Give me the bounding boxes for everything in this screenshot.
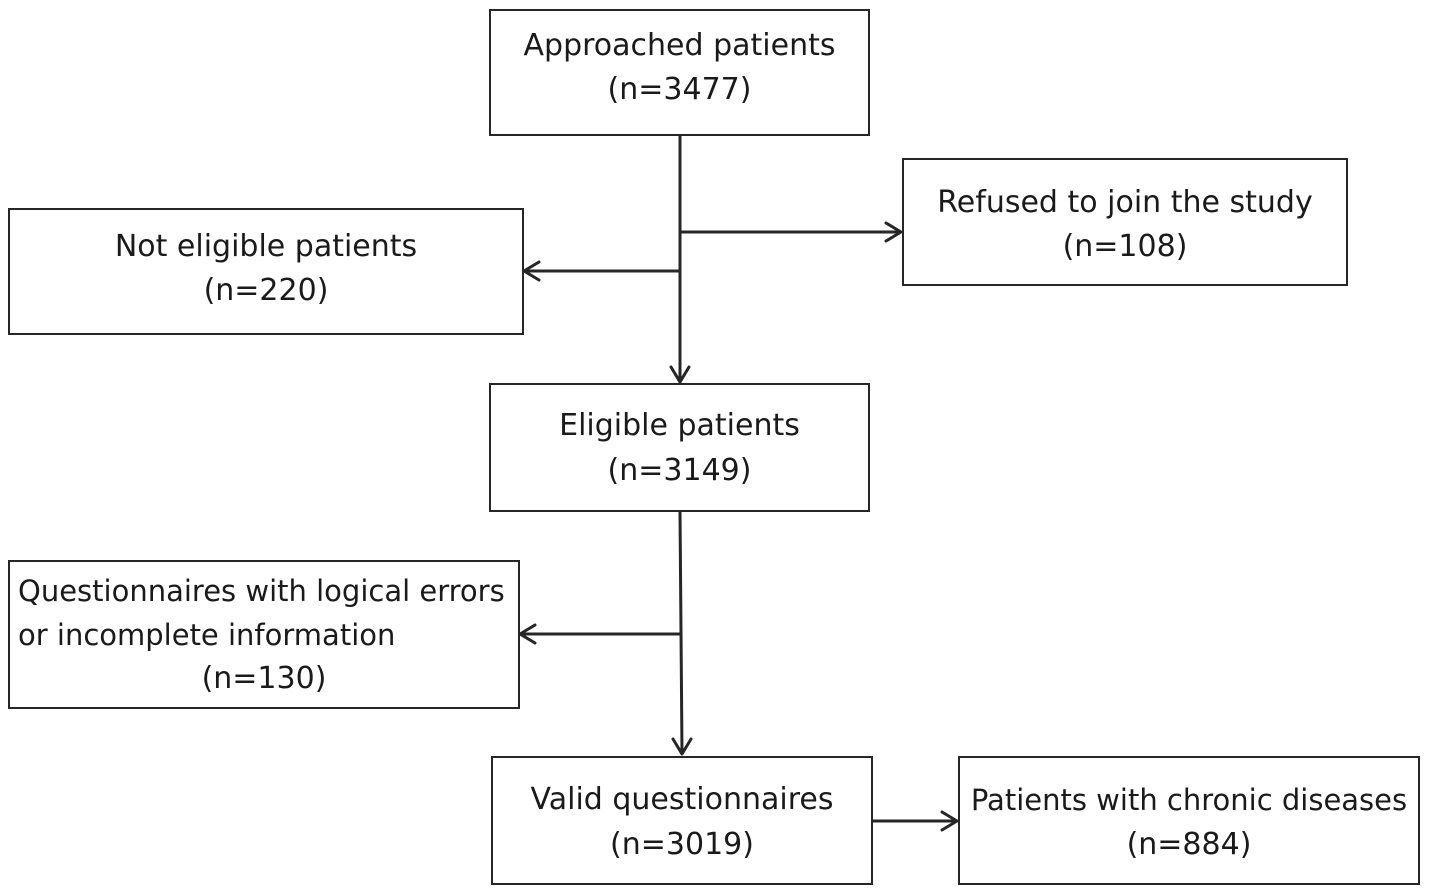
chronic-diseases-count: (n=884): [1126, 827, 1252, 862]
connector-eligible-to-valid: [678, 509, 684, 754]
refused-count: (n=108): [1062, 229, 1188, 264]
arrow-head-to-chronic: [940, 810, 959, 832]
valid-questionnaires-box: Valid questionnaires (n=3019): [491, 756, 873, 885]
approached-patients-count: (n=3477): [607, 72, 752, 107]
arrow-head-to-errors: [518, 623, 537, 645]
arrow-head-to-valid: [671, 737, 693, 756]
approached-patients-box: Approached patients (n=3477): [489, 9, 870, 136]
not-eligible-box: Not eligible patients (n=220): [8, 208, 524, 335]
refused-title: Refused to join the study: [937, 185, 1313, 220]
not-eligible-count: (n=220): [203, 273, 329, 308]
logical-errors-line1: Questionnaires with logical errors: [18, 574, 505, 608]
arrow-head-to-refused: [884, 221, 903, 243]
eligible-patients-count: (n=3149): [607, 453, 752, 488]
valid-questionnaires-title: Valid questionnaires: [530, 782, 834, 817]
logical-errors-count: (n=130): [201, 661, 327, 696]
approached-patients-title: Approached patients: [523, 28, 836, 63]
eligible-patients-box: Eligible patients (n=3149): [489, 383, 870, 512]
logical-errors-line2: or incomplete information: [18, 618, 396, 652]
logical-errors-box: Questionnaires with logical errors or in…: [8, 560, 520, 709]
eligible-patients-title: Eligible patients: [559, 408, 800, 443]
valid-questionnaires-count: (n=3019): [610, 827, 754, 862]
chronic-diseases-title: Patients with chronic diseases: [970, 783, 1408, 817]
refused-box: Refused to join the study (n=108): [902, 158, 1348, 286]
arrow-head-to-eligible: [669, 365, 691, 384]
arrow-head-to-not-eligible: [522, 260, 541, 282]
chronic-diseases-box: Patients with chronic diseases (n=884): [958, 756, 1420, 885]
not-eligible-title: Not eligible patients: [114, 229, 418, 264]
